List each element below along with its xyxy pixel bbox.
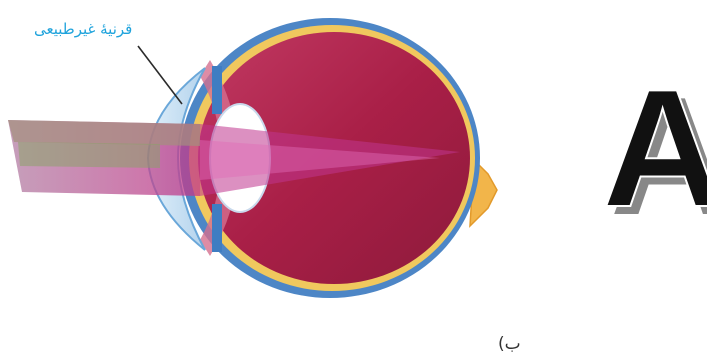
incoming-light-band-green	[18, 142, 160, 168]
figure-caption: ب)	[498, 334, 521, 354]
annotation-pointer	[138, 46, 182, 104]
abnormal-cornea-label: قرنیهٔ غیرطبیعی	[34, 20, 132, 38]
iris-lower	[212, 204, 222, 252]
iris	[212, 66, 222, 114]
letter-a: A	[602, 54, 707, 242]
incoming-light-band-upper	[8, 120, 200, 146]
